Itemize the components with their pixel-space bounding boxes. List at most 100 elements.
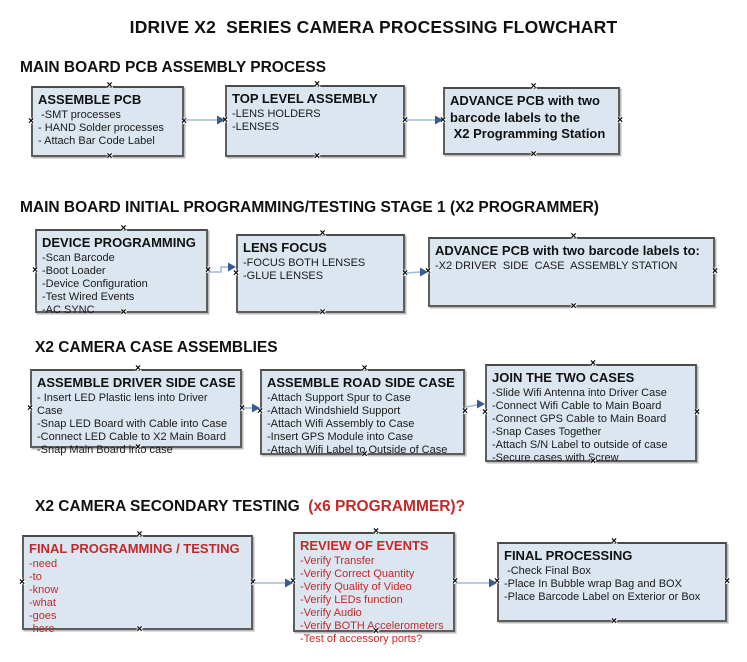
connection-handle-icon: × bbox=[611, 616, 617, 627]
box-item: -Slide Wifi Antenna into Driver Case bbox=[492, 386, 667, 399]
connection-handle-icon: × bbox=[233, 267, 239, 279]
box-item: -what bbox=[29, 596, 56, 609]
connection-handle-icon: × bbox=[257, 406, 263, 417]
arrowhead-icon bbox=[489, 578, 497, 588]
connection-handle-icon: × bbox=[222, 115, 228, 126]
section-heading-case-assemblies: X2 CAMERA CASE ASSEMBLIES bbox=[35, 339, 278, 357]
connection-handle-icon: × bbox=[136, 529, 143, 540]
box-item: -SMT processes bbox=[38, 108, 121, 121]
flow-box: ASSEMBLE DRIVER SIDE CASE- Insert LED Pl… bbox=[27, 364, 245, 456]
section-heading-text: MAIN BOARD PCB ASSEMBLY PROCESS bbox=[20, 59, 327, 76]
box-title: DEVICE PROGRAMMING bbox=[42, 235, 196, 250]
box-item: -Verify Audio bbox=[300, 606, 362, 619]
box-title: ADVANCE PCB with two barcode labels to: bbox=[435, 243, 700, 258]
connection-handle-icon: × bbox=[28, 115, 34, 127]
arrowhead-icon bbox=[435, 115, 443, 125]
box-item: -Connect Wifi Cable to Main Board bbox=[492, 399, 662, 412]
flow-box: JOIN THE TWO CASES-Slide Wifi Antenna in… bbox=[482, 359, 700, 467]
box-item: -Attach Windshield Support bbox=[267, 404, 401, 417]
connection-handle-icon: × bbox=[181, 115, 187, 127]
connection-handle-icon: × bbox=[19, 576, 25, 588]
box-item: -here bbox=[29, 622, 55, 635]
section-heading-pcb-assembly: MAIN BOARD PCB ASSEMBLY PROCESS bbox=[20, 59, 326, 77]
section-heading-text: X2 CAMERA SECONDARY TESTING bbox=[35, 498, 309, 515]
arrowhead-icon bbox=[420, 267, 428, 277]
box-item: -Connect LED Cable to X2 Main Board bbox=[37, 430, 226, 443]
flow-box: FINAL PROGRAMMING / TESTING-need-to-know… bbox=[19, 530, 256, 635]
box-item: -Attach S/N Label to outside of case bbox=[492, 438, 668, 451]
box-title: ASSEMBLE ROAD SIDE CASE bbox=[267, 375, 455, 390]
box-item: -Place In Bubble wrap Bag and BOX bbox=[504, 577, 682, 590]
connection-handle-icon: × bbox=[570, 231, 577, 242]
connector-line bbox=[209, 266, 228, 273]
box-title: JOIN THE TWO CASES bbox=[492, 370, 635, 385]
box-title: ASSEMBLE DRIVER SIDE CASE bbox=[37, 375, 236, 390]
box-item: -Verify LEDs function bbox=[300, 593, 403, 606]
connection-handle-icon: × bbox=[402, 115, 408, 126]
section-heading-initial-programming: MAIN BOARD INITIAL PROGRAMMING/TESTING S… bbox=[20, 199, 599, 217]
connection-handle-icon: × bbox=[590, 358, 596, 369]
flow-box: LENS FOCUS-FOCUS BOTH LENSES-GLUE LENSES… bbox=[233, 229, 408, 318]
box-item: -Scan Barcode bbox=[42, 251, 115, 264]
box-item: -Device Configuration bbox=[42, 277, 148, 290]
connection-handle-icon: × bbox=[530, 149, 537, 160]
connection-handle-icon: × bbox=[319, 307, 326, 318]
connection-handle-icon: × bbox=[290, 576, 296, 587]
arrowhead-icon bbox=[285, 578, 293, 588]
arrowhead-icon bbox=[252, 403, 260, 413]
box-title: LENS FOCUS bbox=[243, 240, 327, 255]
connection-handle-icon: × bbox=[452, 576, 458, 587]
connection-handle-icon: × bbox=[402, 267, 408, 279]
flow-box: FINAL PROCESSING -Check Final Box-Place … bbox=[494, 537, 730, 627]
section-heading-red-text: (x6 PROGRAMMER)? bbox=[308, 498, 466, 515]
connection-handle-icon: × bbox=[135, 363, 141, 374]
section-heading-text: MAIN BOARD INITIAL PROGRAMMING/TESTING S… bbox=[20, 199, 599, 216]
box-item: -Snap LED Board with Cable into Case bbox=[37, 417, 228, 430]
connection-handle-icon: × bbox=[106, 151, 113, 162]
connection-handle-icon: × bbox=[314, 79, 320, 90]
box-item: - HAND Solder processes bbox=[38, 121, 164, 134]
connector-line bbox=[405, 271, 421, 274]
box-item: -AC SYNC bbox=[42, 303, 95, 316]
box-title: FINAL PROCESSING bbox=[504, 548, 633, 563]
flow-box: DEVICE PROGRAMMING-Scan Barcode-Boot Loa… bbox=[32, 224, 211, 318]
connection-handle-icon: × bbox=[570, 301, 577, 312]
box-item: -need bbox=[29, 557, 58, 570]
connection-handle-icon: × bbox=[617, 115, 623, 126]
connection-handle-icon: × bbox=[32, 265, 38, 276]
box-title: REVIEW OF EVENTS bbox=[300, 538, 429, 553]
connection-handle-icon: × bbox=[239, 402, 245, 414]
box-item: -Verify BOTH Accelerometers bbox=[300, 619, 444, 632]
flow-box: REVIEW OF EVENTS-Verify Transfer-Verify … bbox=[290, 527, 458, 645]
connection-handle-icon: × bbox=[694, 407, 700, 418]
flow-box: ADVANCE PCB with two barcode labels to:-… bbox=[425, 232, 718, 312]
box-item: -LENS HOLDERS bbox=[232, 107, 321, 120]
connection-handle-icon: × bbox=[482, 407, 488, 418]
connection-handle-icon: × bbox=[425, 266, 431, 277]
arrowhead-icon bbox=[477, 399, 485, 409]
box-item: -to bbox=[29, 570, 42, 583]
box-item: -goes bbox=[29, 609, 57, 622]
box-item: -Test Wired Events bbox=[42, 290, 135, 303]
box-item: -Check Final Box bbox=[504, 564, 591, 577]
connection-handle-icon: × bbox=[314, 151, 320, 162]
box-item: -Attach Support Spur to Case bbox=[267, 391, 411, 404]
connection-handle-icon: × bbox=[27, 402, 33, 414]
box-title: FINAL PROGRAMMING / TESTING bbox=[29, 541, 240, 556]
flow-box: ASSEMBLE ROAD SIDE CASE-Attach Support S… bbox=[257, 364, 468, 460]
box-item: -Boot Loader bbox=[42, 264, 106, 277]
box-item: -FOCUS BOTH LENSES bbox=[243, 256, 366, 269]
section-heading-text: X2 CAMERA CASE ASSEMBLIES bbox=[35, 339, 278, 356]
connection-handle-icon: × bbox=[120, 223, 127, 234]
connection-handle-icon: × bbox=[724, 576, 730, 587]
flow-box: TOP LEVEL ASSEMBLY-LENS HOLDERS-LENSES××… bbox=[222, 80, 408, 162]
connection-handle-icon: × bbox=[319, 228, 326, 239]
box-item: -Verify Correct Quantity bbox=[300, 567, 415, 580]
connection-handle-icon: × bbox=[611, 536, 617, 547]
box-item: -Verify Quality of Video bbox=[300, 580, 412, 593]
connector-line bbox=[465, 404, 478, 408]
connection-handle-icon: × bbox=[250, 576, 256, 588]
arrowhead-icon bbox=[217, 115, 225, 125]
box-item: -know bbox=[29, 583, 59, 596]
